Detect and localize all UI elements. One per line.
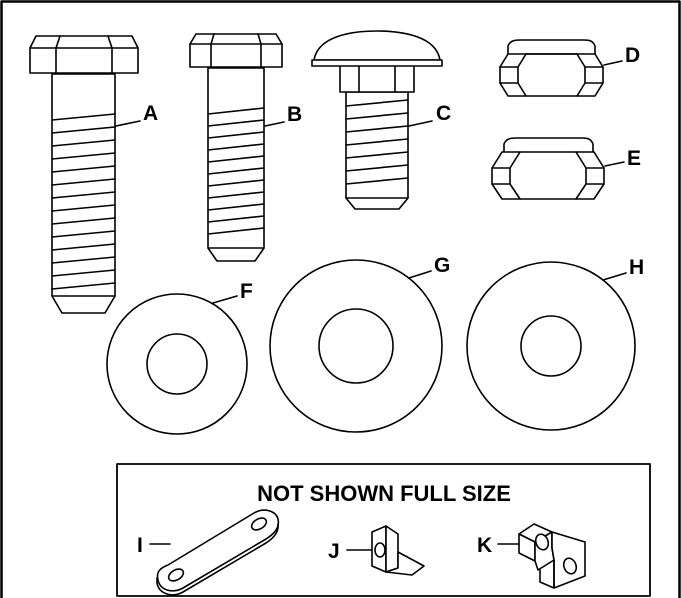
washer-h: [467, 262, 635, 430]
label-f: F: [240, 280, 253, 303]
bolt-a: [30, 36, 140, 313]
label-g: G: [434, 254, 450, 277]
label-c: C: [436, 102, 451, 125]
nut-e: [492, 138, 624, 199]
nut-d: [500, 40, 622, 96]
label-i: I: [137, 534, 143, 557]
bolt-c: [312, 31, 442, 209]
washer-g: [270, 260, 442, 432]
strap-i: [150, 510, 278, 595]
label-a: A: [143, 102, 158, 125]
inset-title: NOT SHOWN FULL SIZE: [257, 481, 511, 506]
label-k: K: [477, 534, 492, 557]
label-j: J: [328, 540, 340, 563]
bracket-k: [498, 524, 585, 588]
label-d: D: [625, 44, 640, 67]
bolt-b: [190, 34, 284, 261]
label-e: E: [627, 147, 641, 170]
label-b: B: [287, 103, 302, 126]
washer-f: [107, 294, 247, 434]
bracket-j: [347, 526, 424, 575]
label-h: H: [629, 256, 644, 279]
